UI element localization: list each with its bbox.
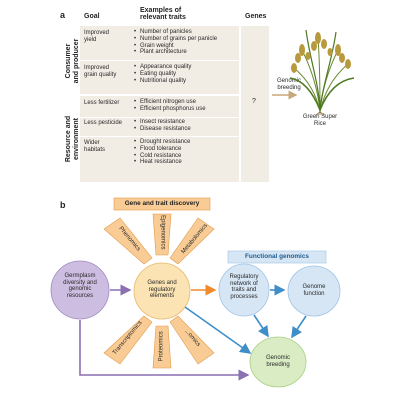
omics-phenomics-arrow <box>103 217 153 265</box>
genes-header: Genes <box>245 13 267 20</box>
goal-less-pesticide: Less pesticide <box>84 120 123 126</box>
goal-wider-habitats: Wider habitats <box>84 140 106 153</box>
goal-improved-grain-quality: Improved grain quality <box>84 65 117 78</box>
goal-header: Goal <box>84 13 100 20</box>
omics-label-epigenomics: Epigenomics <box>159 215 166 250</box>
goal-improved-yield: Improved yield <box>84 30 110 43</box>
omics-epigenomics-arrow <box>152 213 172 256</box>
traits-list-yield: •Number of panicles •Number of grains pe… <box>134 29 217 56</box>
row-divider <box>80 60 239 61</box>
trait-item: •Nutritional quality <box>134 77 187 84</box>
trait-item: •Flood tolerance <box>134 145 182 152</box>
trait-item: •Efficient nitrogen use <box>134 99 196 105</box>
germplasm-label: Germplasm diversity and genomic resource… <box>63 273 97 299</box>
trait-item: •Grain weight <box>134 42 174 49</box>
germplasm-to-breeding-arrow <box>79 320 250 381</box>
omics-etc-arrow <box>169 315 215 365</box>
rice-illustration <box>272 29 355 115</box>
genes-elements-node <box>133 262 191 320</box>
rice-plant-icon <box>289 29 355 115</box>
trait-item: •Plant architecture <box>134 49 187 56</box>
functional-genomics-title: Functional genomics <box>245 253 309 260</box>
trait-item: •Number of panicles <box>134 29 192 35</box>
trait-item: •Cold resistance <box>134 152 182 159</box>
trait-item: •Eating quality <box>134 70 177 77</box>
genomic-breeding-label-b: Genomic breeding <box>265 355 290 368</box>
panel-a-letter: a <box>60 10 66 20</box>
genomic-breeding-label-a: Genomic breeding <box>276 78 301 91</box>
traits-list-grain-quality: •Appearance quality •Eating quality •Nut… <box>134 64 191 84</box>
genes-column-box <box>241 26 269 182</box>
omics-proteomics-arrow <box>152 325 172 369</box>
traits-list-habitats: •Drought resistance •Flood tolerance •Co… <box>134 139 190 166</box>
trait-item: •Drought resistance <box>134 139 191 145</box>
traits-header: Examples of relevant traits <box>140 7 186 21</box>
trait-item: •Number of grains per panicle <box>134 35 218 42</box>
regulatory-network-label: Regulatory network of traits and process… <box>229 274 259 300</box>
row-divider <box>80 136 239 137</box>
germplasm-node <box>50 260 110 320</box>
function-to-breeding-arrow <box>291 315 307 339</box>
genes-elements-label: Genes and regulatory elements <box>147 280 177 300</box>
network-to-breeding-arrow <box>253 314 269 338</box>
omics-label-proteomics: Proteomics <box>158 331 165 362</box>
rice-label: Green Super Rice <box>302 114 338 127</box>
functional-genomics-banner <box>227 250 327 264</box>
goal-less-fertilizer: Less fertilizer <box>84 100 120 106</box>
gene-trait-discovery-title: Gene and trait discovery <box>124 200 200 207</box>
trait-item: •Appearance quality <box>134 64 192 70</box>
genes-question-mark: ? <box>252 98 256 105</box>
row-divider <box>80 117 239 118</box>
gene-trait-discovery-banner <box>113 197 211 211</box>
panel-b-letter: b <box>60 200 66 210</box>
traits-list-pesticide: •Insect resistance •Disease resistance <box>134 119 191 133</box>
genome-function-label: Genome function <box>302 284 326 297</box>
genomic-breeding-node <box>249 336 307 388</box>
genome-function-node <box>287 265 341 317</box>
resource-goals-box <box>80 96 239 182</box>
trait-item: •Efficient phosphorus use <box>134 105 206 112</box>
traits-list-fertilizer: •Efficient nitrogen use •Efficient phosp… <box>134 99 206 113</box>
trait-item: •Insect resistance <box>134 119 186 125</box>
genes-to-breeding-arrow <box>184 306 252 354</box>
omics-transcriptomics-arrow <box>103 315 153 365</box>
trait-item: •Disease resistance <box>134 125 191 132</box>
regulatory-network-node <box>218 263 270 317</box>
trait-item: •Heat resistance <box>134 159 182 166</box>
omics-metabolomics-arrow <box>169 217 215 265</box>
